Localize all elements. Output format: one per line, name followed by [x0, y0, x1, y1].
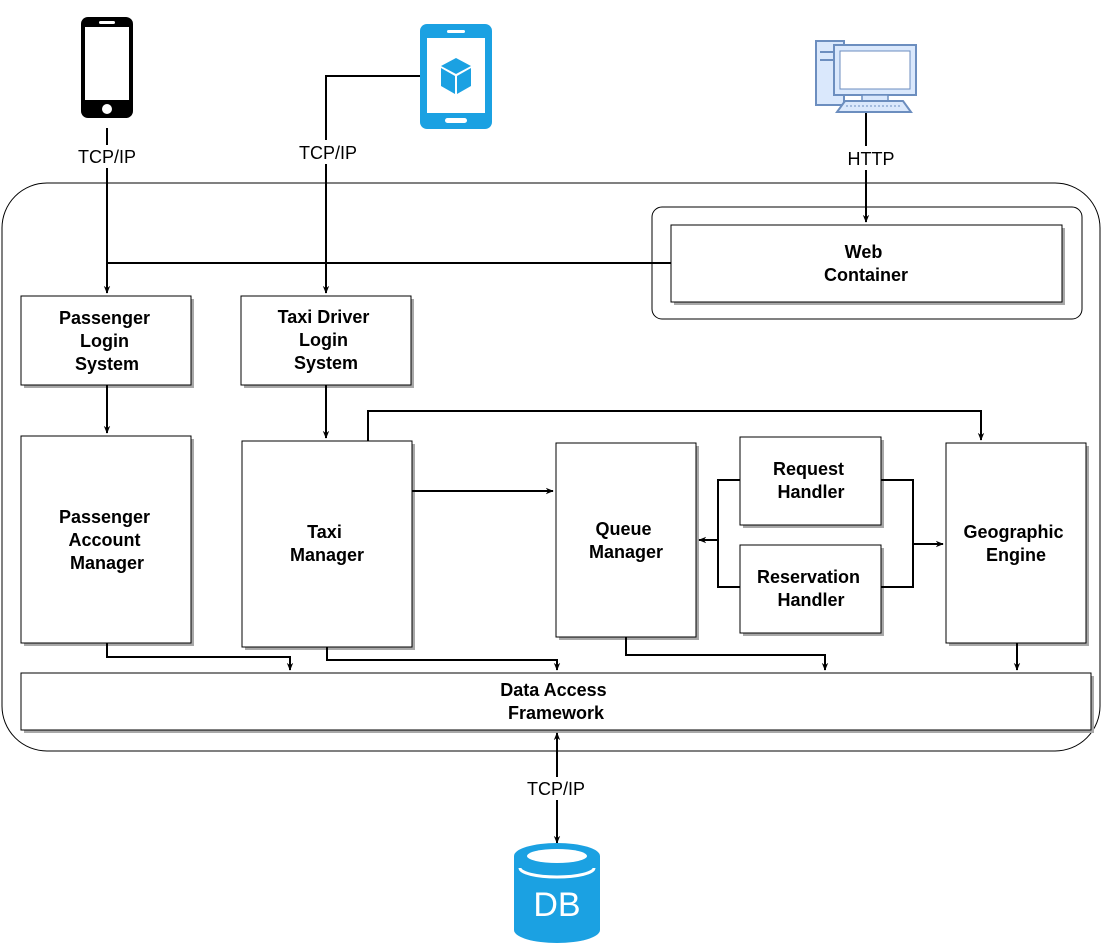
- phone-connection-label: TCP/IP: [78, 147, 136, 167]
- request-handler-box: [739, 436, 882, 526]
- tablet-connector: [325, 75, 420, 140]
- tablet-app-icon: [420, 24, 492, 129]
- data-access-framework-box: [20, 672, 1092, 731]
- geographic-engine-label: Geographic Engine: [963, 522, 1068, 565]
- reservation-handler-box: [739, 544, 882, 634]
- taxi-manager-to-data-line: [326, 647, 561, 671]
- database-connection-label: TCP/IP: [527, 779, 585, 799]
- taxi-manager-to-geo-line: [367, 410, 985, 441]
- desktop-computer-icon: [815, 40, 917, 113]
- queue-manager-to-data-line: [625, 637, 829, 671]
- smartphone-icon: [81, 17, 133, 118]
- web-container-label: Web Container: [824, 242, 908, 285]
- taxi-manager-box: [241, 440, 413, 648]
- desktop-connection-label: HTTP: [848, 149, 895, 169]
- system-boundary: [1, 182, 1101, 752]
- queue-manager-box: [555, 442, 697, 638]
- handlers-to-geo-line: [881, 479, 943, 588]
- taxi-driver-login-label: Taxi Driver Login System: [278, 307, 375, 373]
- taxi-driver-login-box: [240, 295, 412, 386]
- data-access-framework-label: Data Access Framework: [500, 680, 611, 723]
- tablet-connection-label: TCP/IP: [299, 143, 357, 163]
- request-handler-label: Request Handler: [773, 459, 849, 502]
- passenger-login-label: Passenger Login System: [59, 308, 155, 374]
- passenger-account-manager-box: [20, 435, 192, 644]
- reservation-handler-label: Reservation Handler: [757, 567, 865, 610]
- web-container-box: [670, 224, 1063, 303]
- database-cylinder-icon: DB: [514, 843, 600, 943]
- queue-manager-label: Queue Manager: [589, 519, 663, 562]
- handlers-to-queue-line: [699, 479, 740, 588]
- database-label: DB: [533, 886, 580, 924]
- geographic-engine-box: [945, 442, 1087, 644]
- passenger-account-manager-label: Passenger Account Manager: [59, 507, 155, 573]
- taxi-manager-label: Taxi Manager: [290, 522, 364, 565]
- passenger-login-box: [20, 295, 192, 386]
- account-manager-to-data-line: [106, 643, 294, 671]
